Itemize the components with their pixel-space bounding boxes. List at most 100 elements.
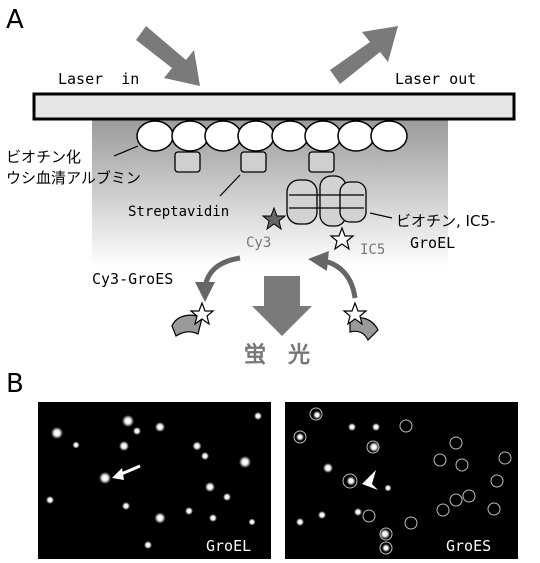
colocalization-circle — [462, 489, 476, 503]
fluorescent-spot — [119, 441, 129, 451]
micrograph-groes — [285, 402, 518, 559]
fluorescent-spot — [296, 518, 304, 526]
fluorescent-spot — [380, 529, 390, 539]
fluorescent-spot — [51, 427, 63, 439]
fluorescent-spot — [155, 422, 165, 432]
fluorescence-arrow — [252, 276, 312, 336]
cy3-star-dark-icon — [261, 206, 287, 231]
fluorescent-spot — [133, 427, 141, 435]
fluorescent-spot — [384, 484, 392, 492]
fluorescent-spot — [382, 544, 390, 552]
colocalization-circle — [362, 509, 376, 523]
bsa-sphere — [337, 120, 375, 152]
panel-label-b: B — [6, 369, 24, 399]
colocalization-circle — [498, 451, 512, 465]
groel-subunit — [286, 179, 318, 225]
colocalization-circle — [379, 541, 393, 555]
cy3-groes-label: Cy3-GroES — [92, 270, 173, 288]
fluorescent-spot — [318, 511, 326, 519]
ic5-label: IC5 — [360, 242, 385, 258]
groes-spots — [296, 411, 392, 552]
fluorescent-spot — [354, 508, 362, 516]
fluorescent-spot — [205, 482, 215, 492]
bsa-sphere — [271, 120, 309, 152]
groel-leader-line — [369, 212, 393, 219]
laser-out-label: Laser out — [395, 70, 476, 88]
bsa-sphere — [136, 120, 174, 152]
fluorescent-spot — [239, 456, 251, 468]
colocalization-circle — [433, 453, 447, 467]
fluorescent-spot — [99, 472, 111, 484]
colocalization-circle — [449, 436, 463, 450]
colocalization-circle — [309, 407, 323, 421]
groes-body — [171, 314, 203, 337]
fluorescent-spot — [144, 541, 152, 549]
colocalization-circles — [293, 407, 512, 555]
fluorescent-spot — [372, 423, 380, 431]
bsa-sphere — [204, 120, 242, 152]
micrograph-left-label: GroEL — [206, 537, 251, 555]
groes-star-icon — [189, 301, 215, 326]
fluorescent-spot — [46, 496, 54, 504]
groes-binding-arrow — [308, 251, 358, 299]
fluorescent-spot — [296, 433, 304, 441]
fluorescent-spot — [154, 512, 166, 524]
groes-free-left — [171, 301, 215, 337]
fluorescent-spot — [209, 514, 217, 522]
laser-in-arrow — [136, 26, 200, 86]
colocalization-circle — [379, 527, 393, 541]
groes-star-icon — [342, 301, 368, 326]
colocalization-circle — [293, 430, 307, 444]
bsa-sphere — [304, 120, 342, 152]
laser-in-label: Laser in — [58, 70, 139, 88]
streptavidin-tetramer — [174, 151, 201, 173]
cy3-label: Cy3 — [246, 235, 271, 251]
colocalization-circle — [436, 503, 450, 517]
bsa-sphere — [237, 120, 275, 152]
bsa-sphere — [171, 120, 209, 152]
colocalization-circle — [449, 493, 463, 507]
fluorescent-spot — [185, 507, 193, 515]
bsa-label-line2: ウシ血清アルブミン — [6, 169, 141, 187]
fluorescent-spot — [313, 411, 321, 419]
groel-subunit — [339, 181, 367, 223]
groel-spots — [46, 412, 262, 549]
laser-out-arrow — [330, 26, 398, 84]
groes-release-arrow — [195, 255, 241, 302]
fluorescent-spot — [72, 441, 80, 449]
ic5-star-icon — [329, 226, 355, 251]
fluorescent-spot — [223, 493, 231, 501]
colocalization-circle — [487, 502, 501, 516]
streptavidin-leader-line — [219, 174, 241, 197]
bsa-leader-line — [113, 145, 139, 157]
streptavidin-tetramer — [308, 151, 335, 173]
panel-label-a: A — [6, 5, 24, 35]
groes-body — [349, 317, 379, 342]
streptavidin-layer — [174, 151, 335, 173]
fluorescence-label: 蛍 光 — [244, 342, 310, 368]
groel-label-line2: GroEL — [410, 234, 455, 252]
colocalization-circle — [342, 473, 358, 489]
fluorescent-spot — [122, 502, 130, 510]
fluorescent-spot — [248, 518, 256, 526]
bsa-label-line1: ビオチン化 — [6, 148, 81, 166]
fluorescent-spot — [369, 442, 379, 452]
colocalization-circle — [399, 419, 413, 433]
bsa-sphere — [370, 120, 408, 152]
colocalization-circle — [404, 516, 418, 530]
fluorescent-spot — [122, 415, 134, 427]
fluorescent-spot — [192, 441, 202, 451]
fluorescent-spot — [254, 412, 262, 420]
groes-free-right — [342, 301, 379, 342]
micrograph-groel — [38, 402, 271, 559]
arrowhead-icon — [362, 470, 378, 490]
fluorescent-spot — [348, 423, 356, 431]
colocalization-circle — [490, 474, 504, 488]
streptavidin-tetramer — [240, 151, 267, 173]
glass-slide — [32, 92, 516, 121]
fluorescent-spot — [323, 463, 333, 473]
bsa-layer — [136, 120, 408, 152]
streptavidin-label: Streptavidin — [128, 204, 229, 220]
groel-complex — [286, 175, 367, 227]
